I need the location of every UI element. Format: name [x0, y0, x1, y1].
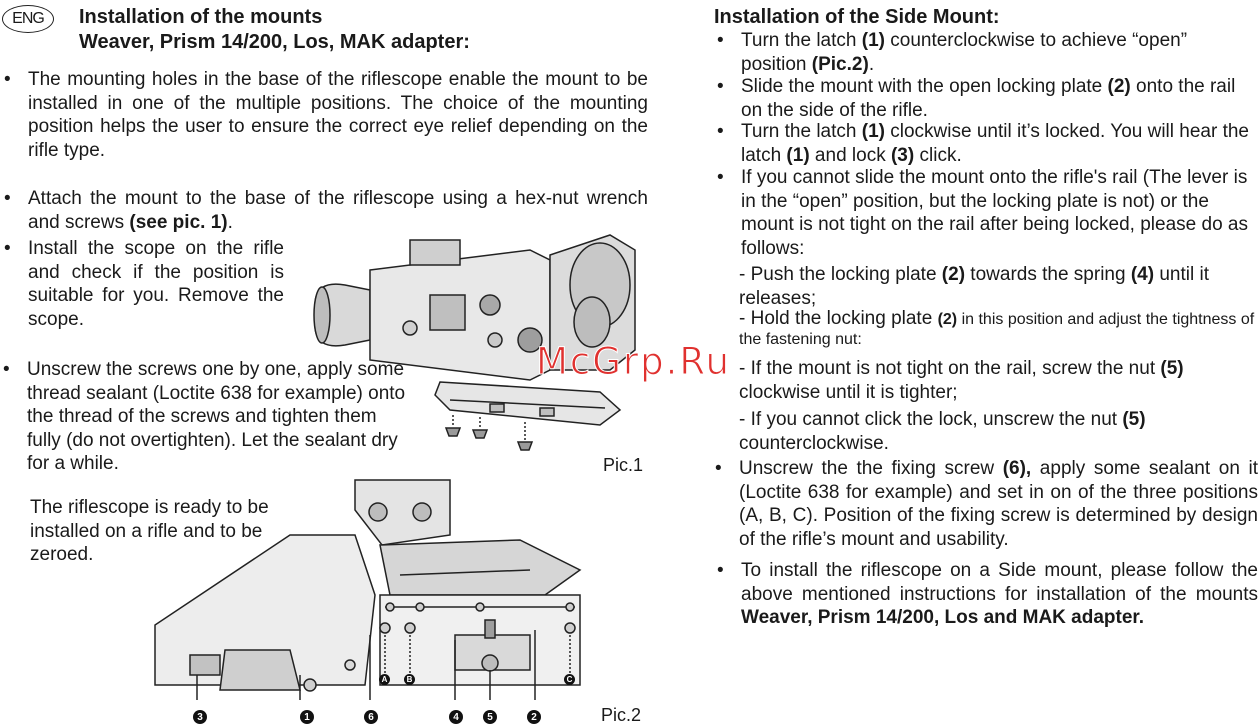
pic1-riflescope-illustration — [313, 234, 636, 451]
right-bullet-3: • Turn the latch (1) clockwise until it’… — [717, 121, 1249, 166]
bullet: • — [4, 188, 11, 209]
left-paragraph-2: • Attach the mount to the base of the ri… — [4, 188, 648, 233]
position-c-marker: C — [564, 674, 575, 685]
watermark: McGrp.Ru — [536, 340, 731, 384]
callout-4: 4 — [449, 710, 463, 724]
position-b-marker: B — [404, 674, 415, 685]
callout-1: 1 — [300, 710, 314, 724]
right-bullet-6: • To install the riflescope on a Side mo… — [717, 560, 1258, 628]
left-paragraph-3: • Install the scope on the rifle and che… — [4, 238, 284, 330]
right-bullet-4: • If you cannot slide the mount onto the… — [717, 167, 1248, 259]
callout-6: 6 — [364, 710, 378, 724]
pic1-caption: Pic.1 — [603, 455, 644, 475]
callout-5: 5 — [483, 710, 497, 724]
left-paragraph-5: The riflescope is ready to be installed … — [30, 497, 269, 565]
right-substep-1: - Push the locking plate (2) towards the… — [739, 264, 1209, 309]
right-substep-2: - Hold the locking plate (2) in this pos… — [739, 308, 1255, 349]
bullet: • — [717, 76, 724, 97]
right-substep-4: - If you cannot click the lock, unscrew … — [739, 409, 1146, 454]
right-title: Installation of the Side Mount: — [714, 6, 1000, 28]
bullet: • — [717, 167, 724, 188]
right-bullet-1: • Turn the latch (1) counterclockwise to… — [717, 30, 1188, 75]
callout-3: 3 — [193, 710, 207, 724]
bullet: • — [715, 458, 722, 479]
left-paragraph-4: • Unscrew the screws one by one, apply s… — [3, 359, 406, 474]
pic1-reference: (see pic. 1) — [129, 211, 228, 233]
pic2-side-mount-illustration — [154, 479, 582, 700]
right-bullet-2: • Slide the mount with the open locking … — [717, 76, 1236, 121]
left-paragraph-1: • The mounting holes in the base of the … — [4, 69, 648, 161]
left-title: Installation of the mounts Weaver, Prism… — [79, 5, 470, 55]
bullet: • — [717, 121, 724, 142]
right-bullet-5: • Unscrew the the fixing screw (6), appl… — [715, 458, 1258, 550]
bullet: • — [717, 30, 724, 51]
bullet: • — [4, 69, 11, 90]
right-substep-3: - If the mount is not tight on the rail,… — [739, 358, 1184, 403]
left-title-line2: Weaver, Prism 14/200, Los, MAK adapter: — [79, 31, 470, 53]
left-title-line1: Installation of the mounts — [79, 6, 323, 28]
bullet: • — [4, 238, 11, 259]
language-badge: ENG — [2, 5, 54, 33]
bullet: • — [717, 560, 724, 581]
pic2-caption: Pic.2 — [601, 705, 642, 725]
callout-2: 2 — [527, 710, 541, 724]
position-a-marker: A — [379, 674, 390, 685]
bullet: • — [3, 359, 10, 380]
